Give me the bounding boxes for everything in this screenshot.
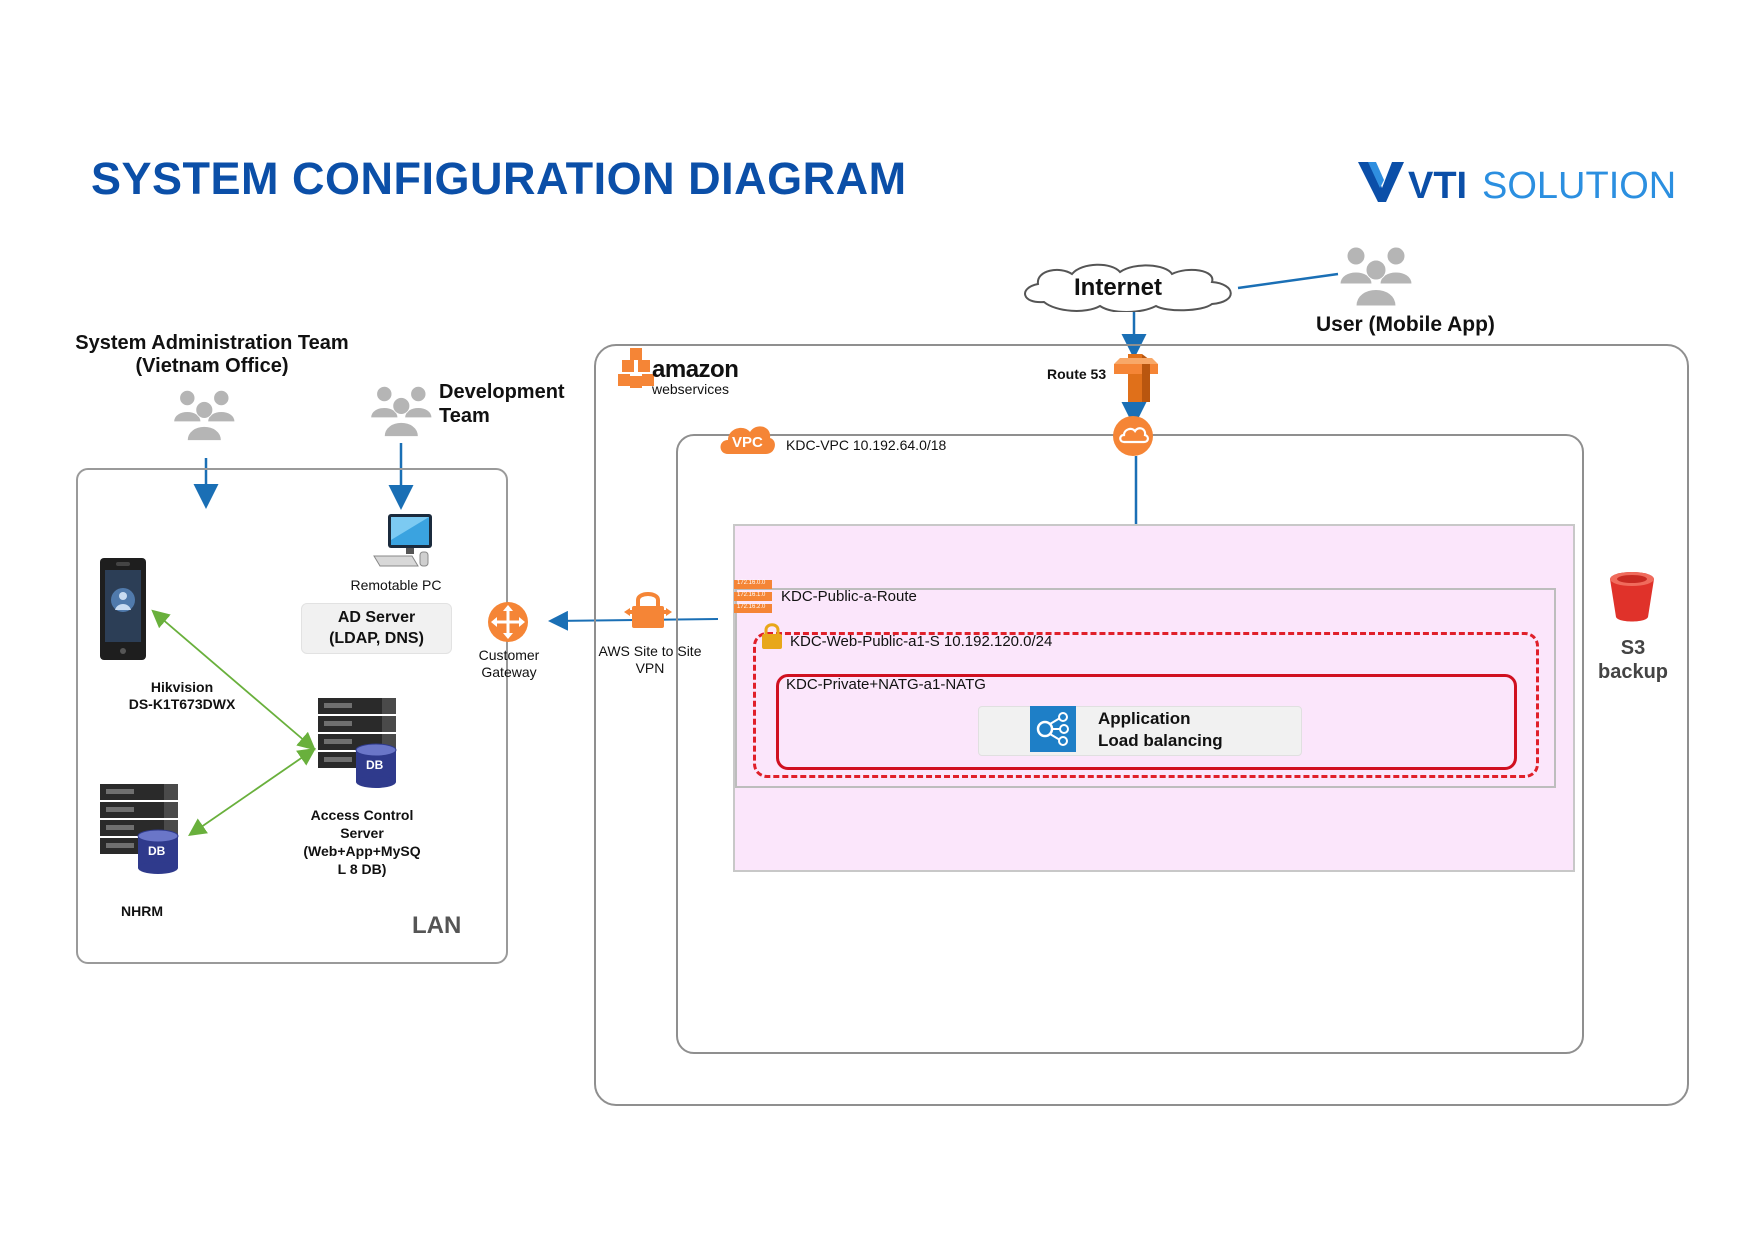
devteam-label: Development Team — [439, 380, 565, 428]
desktop-pc-icon — [372, 512, 434, 568]
route53-icon — [1112, 354, 1160, 404]
user-mobile-label: User (Mobile App) — [1316, 313, 1495, 336]
route-table-row-1: 172.16.0.0 — [737, 580, 766, 586]
hikvision-access-control-link — [151, 609, 316, 751]
access-control-db-server-icon: DB — [316, 696, 406, 790]
sysadmin-group-icon — [172, 384, 240, 446]
access-control-line1: Access Control — [310, 807, 414, 823]
route-table-row-3: 172.16.2.0 — [737, 604, 766, 610]
ad-server-line1: AD Server — [337, 609, 416, 626]
customer-gateway-label: Customer Gateway — [466, 647, 552, 681]
public-route-label: KDC-Public-a-Route — [781, 588, 917, 605]
ad-server-line2: (LDAP, DNS) — [329, 630, 424, 647]
vpc-badge-icon: VPC — [718, 420, 776, 456]
vpc-badge-text: VPC — [732, 434, 763, 451]
access-control-line4: L 8 DB) — [337, 861, 387, 877]
vpn-label: AWS Site to Site VPN — [586, 643, 714, 677]
route-table-row-2: 172.16.1.0 — [737, 592, 766, 598]
aws-brand-bottom: webservices — [652, 381, 730, 397]
ad-server-label: AD Server (LDAP, DNS) — [301, 607, 452, 649]
vpn-line1: AWS Site to Site — [598, 643, 702, 659]
private-subnet-label: KDC-Private+NATG-a1-NATG — [786, 676, 986, 693]
hikvision-line1: Hikvision — [150, 679, 214, 695]
lan-boundary — [76, 468, 508, 964]
svg-text:VTI: VTI — [1408, 165, 1467, 207]
lan-label: LAN — [412, 912, 462, 939]
sysadmin-label: System Administration Team (Vietnam Offi… — [74, 332, 350, 378]
alb-line1: Application — [1098, 709, 1191, 728]
customer-gateway-icon — [486, 600, 530, 644]
ad-server-box — [301, 603, 452, 654]
internet-to-user-line — [1237, 272, 1339, 290]
customer-gateway-line1: Customer — [478, 647, 540, 663]
aws-brand-top: amazon — [652, 356, 739, 383]
load-balancer-icon — [1030, 706, 1076, 752]
aws-cloud-boundary — [594, 344, 1689, 1106]
web-subnet-label: KDC-Web-Public-a1-S 10.192.120.0/24 — [790, 633, 1053, 650]
nhrm-db-badge: DB — [148, 844, 166, 858]
subnet-lock-icon — [760, 622, 784, 650]
aws-cubes-icon — [618, 348, 654, 392]
s3-bucket-icon — [1608, 571, 1656, 623]
vti-solutions-logo: VTI SOLUTIONS — [1358, 158, 1702, 208]
svg-text:SOLUTIONS: SOLUTIONS — [1482, 165, 1678, 207]
hikvision-label: Hikvision DS-K1T673DWX — [108, 679, 256, 713]
route-table-icon: 172.16.0.0 172.16.1.0 172.16.2.0 — [734, 580, 772, 614]
devteam-label-line1: Development — [439, 381, 565, 403]
user-mobile-group-icon — [1338, 244, 1418, 308]
customer-gateway-line2: Gateway — [481, 664, 537, 680]
nhrm-db-server-icon: DB — [98, 782, 188, 876]
alb-line2: Load balancing — [1098, 731, 1223, 750]
remotable-pc-label: Remotable PC — [350, 577, 442, 593]
alb-label: Application Load balancing — [1098, 708, 1223, 752]
devteam-label-line2: Team — [439, 405, 490, 427]
access-control-label: Access Control Server (Web+App+MySQ L 8 … — [292, 806, 432, 878]
web-public-subnet — [753, 632, 1539, 778]
route53-label: Route 53 — [1047, 366, 1107, 382]
access-control-db-badge: DB — [366, 758, 384, 772]
s3-line1: S3 — [1620, 637, 1646, 659]
internet-gateway-icon — [1111, 414, 1155, 458]
access-control-line3: (Web+App+MySQ — [303, 843, 421, 859]
nhrm-label: NHRM — [121, 903, 163, 919]
vpc-label: KDC-VPC 10.192.64.0/18 — [786, 437, 947, 453]
public-route-table-box — [735, 588, 1556, 788]
s3-line2: backup — [1597, 661, 1669, 683]
access-control-line2: Server — [340, 825, 384, 841]
sysadmin-label-line2: (Vietnam Office) — [135, 355, 289, 377]
internet-label: Internet — [1074, 274, 1163, 301]
public-subnet-area — [733, 524, 1575, 872]
internet-cloud: Internet — [1016, 262, 1240, 313]
page-title: SYSTEM CONFIGURATION DIAGRAM — [91, 153, 907, 204]
sysadmin-label-line1: System Administration Team — [75, 332, 349, 354]
s3-label: S3 backup — [1590, 636, 1676, 684]
devteam-group-icon — [369, 380, 437, 442]
nhrm-access-control-link — [188, 747, 316, 837]
hikvision-terminal-icon — [98, 556, 150, 662]
private-subnet — [776, 674, 1517, 770]
vpn-line2: VPN — [635, 660, 665, 676]
hikvision-line2: DS-K1T673DWX — [128, 696, 236, 712]
vpn-gateway-icon — [622, 590, 674, 630]
